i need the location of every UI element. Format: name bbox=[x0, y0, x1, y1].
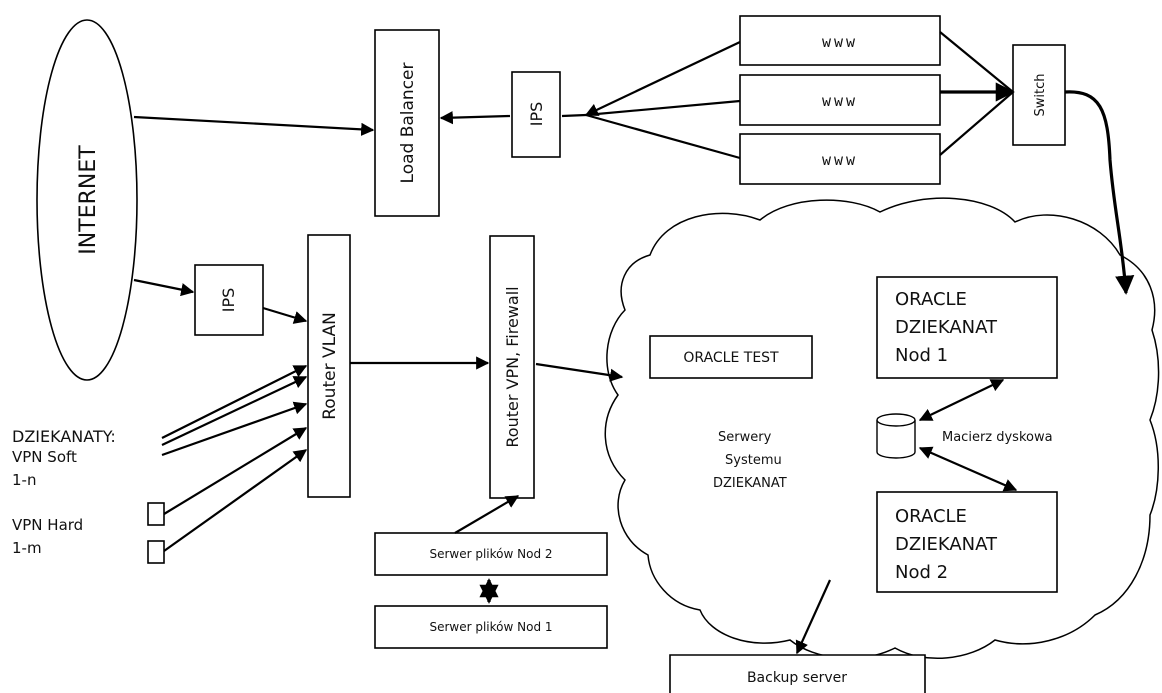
arrow-ips-to-loadbalancer bbox=[439, 111, 511, 125]
oracle-test-box bbox=[649, 335, 813, 379]
vpn-hard-label: VPN Hard bbox=[12, 516, 83, 534]
ips-left-label: IPS bbox=[219, 288, 238, 313]
oracle-test-label: ORACLE TEST bbox=[683, 350, 779, 366]
ips-top-box bbox=[511, 71, 561, 158]
arrow-storage-nod2 bbox=[918, 446, 1018, 492]
switch-label: Switch bbox=[1033, 74, 1048, 117]
ips-left-box bbox=[194, 264, 264, 336]
dziekanaty-label: DZIEKANATY: bbox=[12, 427, 116, 446]
arrow-vpnhard-2 bbox=[163, 449, 308, 552]
backup-server-label: Backup server bbox=[747, 670, 847, 686]
arrow-vpnsoft-1 bbox=[161, 365, 308, 439]
oracle-nod2-line2: DZIEKANAT bbox=[895, 534, 998, 555]
link-www3-switch bbox=[939, 91, 1014, 156]
arrow-cloud-to-backup bbox=[795, 579, 832, 655]
oracle-nod1-line3: Nod 1 bbox=[895, 345, 948, 366]
arrow-ips-to-router-vlan bbox=[262, 306, 308, 324]
arrow-vpn-to-cloud bbox=[535, 362, 624, 382]
vpn-soft-range-label: 1-n bbox=[12, 471, 36, 489]
storage-cylinder-icon bbox=[876, 413, 916, 459]
www-label-1: www bbox=[822, 33, 858, 51]
arrow-internet-to-loadbalancer bbox=[133, 115, 375, 136]
arrow-vpnsoft-2 bbox=[161, 376, 308, 446]
vpn-hard-range-label: 1-m bbox=[12, 539, 42, 557]
arrow-www1-to-ips bbox=[584, 41, 741, 116]
router-vlan-box bbox=[307, 234, 351, 498]
link-www1-switch bbox=[939, 31, 1014, 93]
servers-label-line1: Serwery bbox=[718, 430, 772, 445]
router-vpn-label: Router VPN, Firewall bbox=[503, 286, 522, 447]
ips-top-label: IPS bbox=[527, 102, 546, 127]
www-label-2: www bbox=[822, 92, 858, 110]
internet-ellipse bbox=[36, 19, 138, 381]
www-box-2 bbox=[739, 74, 941, 126]
oracle-nod2-line1: ORACLE bbox=[895, 506, 967, 527]
oracle-nod2-box bbox=[876, 491, 1058, 593]
storage-label: Macierz dyskowa bbox=[942, 430, 1053, 445]
internet-label: INTERNET bbox=[76, 145, 101, 255]
backup-server-box bbox=[669, 654, 926, 693]
arrow-vpnsoft-3 bbox=[161, 401, 308, 457]
arrow-vpnhard-1 bbox=[163, 427, 308, 515]
load-balancer-label: Load Balancer bbox=[398, 63, 418, 184]
file-server-2-box bbox=[374, 532, 608, 576]
www-box-3 bbox=[739, 133, 941, 185]
arrow-switch-to-cloud bbox=[1064, 90, 1135, 295]
arrow-fileserver-to-vpn bbox=[454, 495, 520, 534]
file-server-2-label: Serwer plików Nod 2 bbox=[429, 547, 552, 561]
vpn-hard-device-1 bbox=[147, 502, 165, 526]
router-vlan-label: Router VLAN bbox=[320, 312, 340, 420]
vpn-soft-label: VPN Soft bbox=[12, 448, 77, 466]
arrow-www2-to-ips bbox=[585, 99, 741, 117]
link-ips-www-hub bbox=[561, 113, 587, 118]
load-balancer-box bbox=[374, 29, 440, 217]
arrow-internet-to-ips bbox=[133, 278, 195, 297]
oracle-nod1-line2: DZIEKANAT bbox=[895, 317, 998, 338]
file-server-1-label: Serwer plików Nod 1 bbox=[429, 620, 552, 634]
oracle-nod1-box bbox=[876, 276, 1058, 379]
servers-label-line3: DZIEKANAT bbox=[713, 476, 787, 491]
oracle-nod2-line3: Nod 2 bbox=[895, 562, 948, 583]
vpn-hard-device-2 bbox=[147, 540, 165, 564]
arrow-www3-to-ips bbox=[585, 113, 741, 160]
file-server-1-box bbox=[374, 605, 608, 649]
www-label-3: www bbox=[822, 151, 858, 169]
oracle-nod1-line1: ORACLE bbox=[895, 289, 967, 310]
servers-label-line2: Systemu bbox=[725, 453, 782, 468]
arrow-nod1-storage bbox=[918, 379, 1005, 421]
www-box-1 bbox=[739, 15, 941, 66]
